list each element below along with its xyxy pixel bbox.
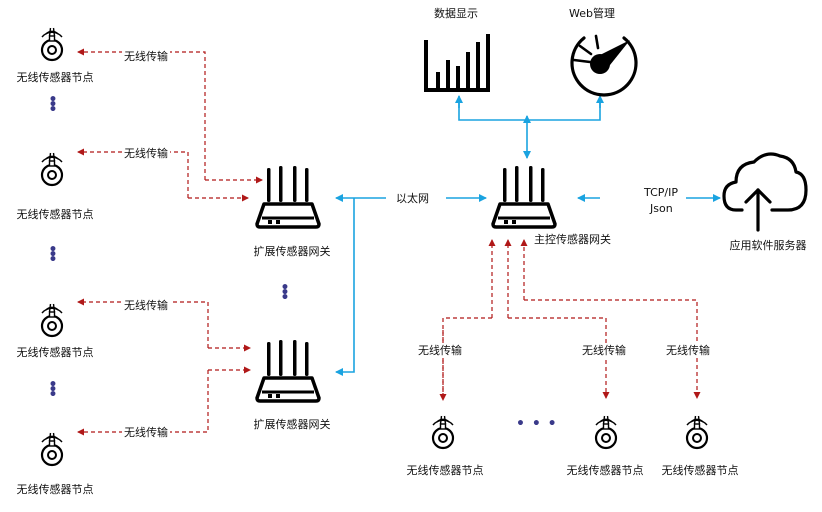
extension-gateway-label: 扩展传感器网关 [251, 245, 333, 259]
horizontal-ellipsis: • • • [516, 416, 558, 432]
wireless-link-label: 无线传输 [416, 344, 464, 358]
gauge-icon [570, 34, 638, 97]
wireless-links [77, 48, 701, 436]
sensor-node-icon [594, 414, 618, 450]
cloud-server-icon [722, 152, 808, 232]
wireless-link-label: 无线传输 [122, 50, 170, 64]
sensor-node-label: 无线传感器节点 [564, 464, 646, 478]
wireless-link-label: 无线传输 [122, 147, 170, 161]
vertical-ellipsis: ••• [48, 242, 58, 268]
extension-gateway-icon [255, 164, 321, 229]
sensor-node-label: 无线传感器节点 [14, 483, 96, 497]
sensor-node-icon [40, 431, 64, 467]
ethernet-label: 以太网 [394, 192, 431, 206]
sensor-node-label: 无线传感器节点 [14, 71, 96, 85]
protocol-label-tcpip: TCP/IP [642, 186, 680, 200]
sensor-node-icon [431, 414, 455, 450]
sensor-node-label: 无线传感器节点 [404, 464, 486, 478]
sensor-node-label: 无线传感器节点 [14, 346, 96, 360]
server-label: 应用软件服务器 [727, 239, 809, 253]
wireless-link-label: 无线传输 [122, 426, 170, 440]
web-admin-label: Web管理 [567, 7, 617, 21]
extension-gateway-icon [255, 338, 321, 403]
vertical-ellipsis: ••• [48, 377, 58, 403]
wireless-link-label: 无线传输 [122, 299, 170, 313]
bar-chart-icon [424, 34, 490, 92]
sensor-node-label: 无线传感器节点 [659, 464, 741, 478]
sensor-node-icon [40, 151, 64, 187]
vertical-ellipsis: ••• [280, 280, 290, 306]
sensor-node-label: 无线传感器节点 [14, 208, 96, 222]
ethernet-links [335, 95, 721, 376]
sensor-node-icon [40, 302, 64, 338]
wireless-link-label: 无线传输 [580, 344, 628, 358]
main-gateway-label: 主控传感器网关 [532, 233, 613, 247]
vertical-ellipsis: ••• [48, 92, 58, 118]
protocol-label-json: Json [648, 202, 675, 216]
main-gateway-icon [491, 164, 557, 229]
data-display-label: 数据显示 [432, 7, 480, 21]
sensor-node-icon [40, 26, 64, 62]
wireless-link-label: 无线传输 [664, 344, 712, 358]
sensor-node-icon [685, 414, 709, 450]
extension-gateway-label: 扩展传感器网关 [251, 418, 333, 432]
